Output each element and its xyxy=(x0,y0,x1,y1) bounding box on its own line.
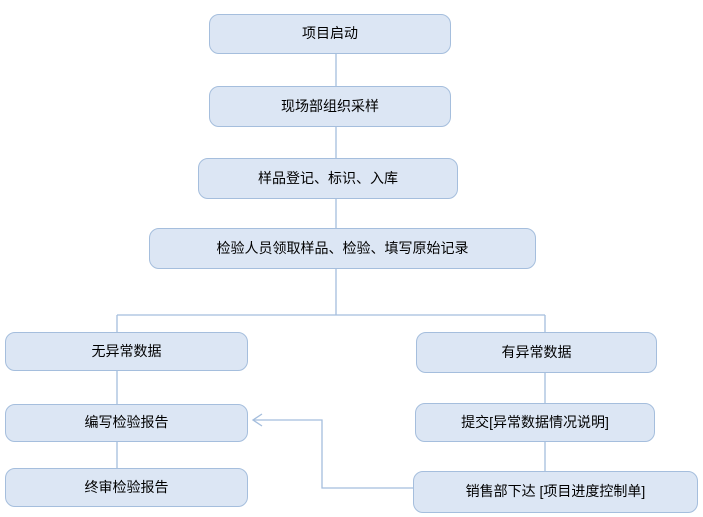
flow-node-label: 现场部组织采样 xyxy=(281,97,379,114)
flow-node-project-start: 项目启动 xyxy=(209,14,451,54)
flow-node-label: 项目启动 xyxy=(302,25,358,42)
flow-node-label: 有异常数据 xyxy=(501,343,572,360)
flow-node-field-sampling: 现场部组织采样 xyxy=(209,86,451,127)
flow-node-label: 提交[异常数据情况说明] xyxy=(461,413,609,430)
connector-sales-write-feedback xyxy=(254,419,413,489)
flow-node-inspection-record: 检验人员领取样品、检验、填写原始记录 xyxy=(149,228,536,269)
flow-node-label: 终审检验报告 xyxy=(84,478,169,495)
flow-node-write-report: 编写检验报告 xyxy=(5,404,248,442)
arrowhead-left-icon xyxy=(251,413,263,427)
flow-node-label: 无异常数据 xyxy=(91,342,162,359)
connector-inspect-branch xyxy=(116,269,546,332)
flow-node-abnormal-data: 有异常数据 xyxy=(416,332,657,373)
flow-node-label: 样品登记、标识、入库 xyxy=(258,169,398,186)
flow-node-final-review-report: 终审检验报告 xyxy=(5,468,248,507)
flow-node-no-abnormal-data: 无异常数据 xyxy=(5,332,248,371)
flow-node-submit-abnormal-explanation: 提交[异常数据情况说明] xyxy=(415,403,655,442)
flow-node-label: 编写检验报告 xyxy=(84,414,169,431)
flow-node-sample-register: 样品登记、标识、入库 xyxy=(198,158,458,199)
flow-node-sales-progress-control: 销售部下达 [项目进度控制单] xyxy=(413,471,698,513)
flow-node-label: 检验人员领取样品、检验、填写原始记录 xyxy=(216,239,469,256)
flow-node-label: 销售部下达 [项目进度控制单] xyxy=(465,483,646,500)
